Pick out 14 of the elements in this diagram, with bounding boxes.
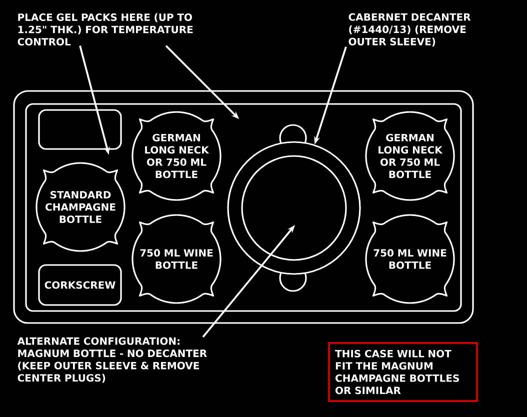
center-plug-circle [241,155,347,261]
compartment-box: CORKSCREW [38,264,122,306]
bottle-pocket: GERMAN LONG NECK OR 750 ML BOTTLE [132,111,222,201]
empty-compartment [38,109,122,150]
bottle-pocket: STANDARD CHAMPAGNE BOTTLE [36,162,126,252]
annotation: PLACE GEL PACKS HERE (UP TO 1.25" THK.) FOR TEMPERATURE CONTROL [18,13,193,46]
bottle-pocket: 750 ML WINE BOTTLE [132,214,222,304]
warning-note-box: THIS CASE WILL NOT FIT THE MAGNUM CHAMPAGNE BOTTLES OR SIMILAR [328,342,478,402]
bottle-pocket: GERMAN LONG NECK OR 750 ML BOTTLE [365,111,455,201]
annotation: ALTERNATE CONFIGURATION: MAGNUM BOTTLE - NO DECANTER (KEEP OUTER SLEEVE & REMOVE CENTER PLUGS) [17,337,207,383]
bottle-pocket: 750 ML WINE BOTTLE [365,214,455,304]
case-outline [13,90,474,324]
tray-outline [25,103,462,312]
annotation: CABERNET DECANTER (#1440/13) (REMOVE OUTER SLEEVE) [348,13,471,47]
